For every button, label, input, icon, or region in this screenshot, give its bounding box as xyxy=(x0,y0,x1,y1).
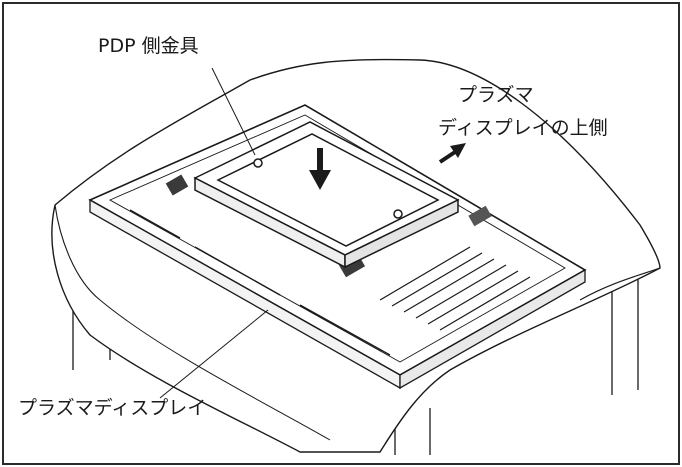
display-label: プラズマディスプレイ xyxy=(18,397,207,419)
display-top-side-label-line2: ディスプレイの上側 xyxy=(438,117,608,139)
bracket-label: PDP 側金具 xyxy=(98,35,199,57)
direction-arrow-icon xyxy=(438,143,466,164)
leader-lines xyxy=(159,67,269,399)
display-top-side-label-line1: プラズマ xyxy=(458,84,534,106)
down-arrow-icon xyxy=(309,148,331,190)
pdp-side-bracket xyxy=(193,121,460,269)
